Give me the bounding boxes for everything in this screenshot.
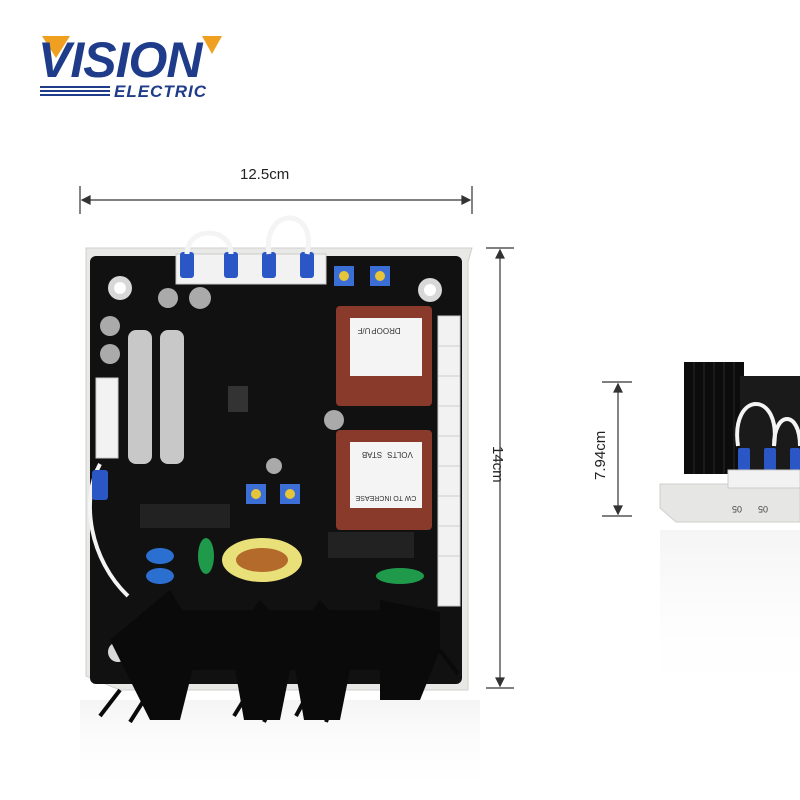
width-dimension-line [79,186,473,214]
avr-side-view: 05 05 [659,362,800,523]
brand-name: VISION [38,32,202,88]
depth-dimension-line [602,381,632,517]
side-jumper-wire [735,402,777,447]
side-frame [659,483,800,523]
power-resistor [128,330,152,464]
left-terminal-strip [95,377,119,459]
capacitor [100,344,120,364]
uf-label: U/F [357,326,370,335]
side-label-b: 05 [758,504,768,514]
capacitor [158,288,178,308]
logo-accent-mark [42,36,70,58]
power-resistor [160,330,184,464]
capacitor [100,316,120,336]
inductor-blue [146,548,174,564]
side-reflection [660,530,800,710]
droop-uf-label-plate [350,318,422,376]
logo-accent-mark-right [202,36,222,54]
small-chip [228,386,248,412]
heatsinks [110,590,440,720]
brand-logo: VISION ELECTRIC [38,32,238,102]
jumper-wires [184,215,311,255]
capacitor-green [376,568,424,584]
wire-connector [92,470,108,500]
right-terminal-strip [437,315,461,607]
capacitor [324,410,344,430]
inductor-blue [146,568,174,584]
capacitor-green [198,538,214,574]
stab-label: STAB [362,450,382,459]
logo-speed-lines [40,86,110,100]
side-label-a: 05 [732,504,742,514]
width-dimension-label: 12.5cm [240,166,290,183]
capacitor [266,458,282,474]
increase-label: CW TO INCREASE [355,494,416,501]
avr-board: DROOP U/F VOLTS STAB CW TO INCREASE [85,215,473,724]
volts-stab-label-plate [350,442,422,508]
height-dimension-line [486,247,514,689]
droop-label: DROOP [371,326,400,335]
brand-subtitle: ELECTRIC [114,82,207,101]
ic-chip [140,504,230,528]
ic-chip [328,532,414,558]
terminal-connectors [180,252,314,278]
potentiometers [246,266,390,504]
capacitor [189,287,211,309]
volts-label: VOLTS [387,450,413,459]
